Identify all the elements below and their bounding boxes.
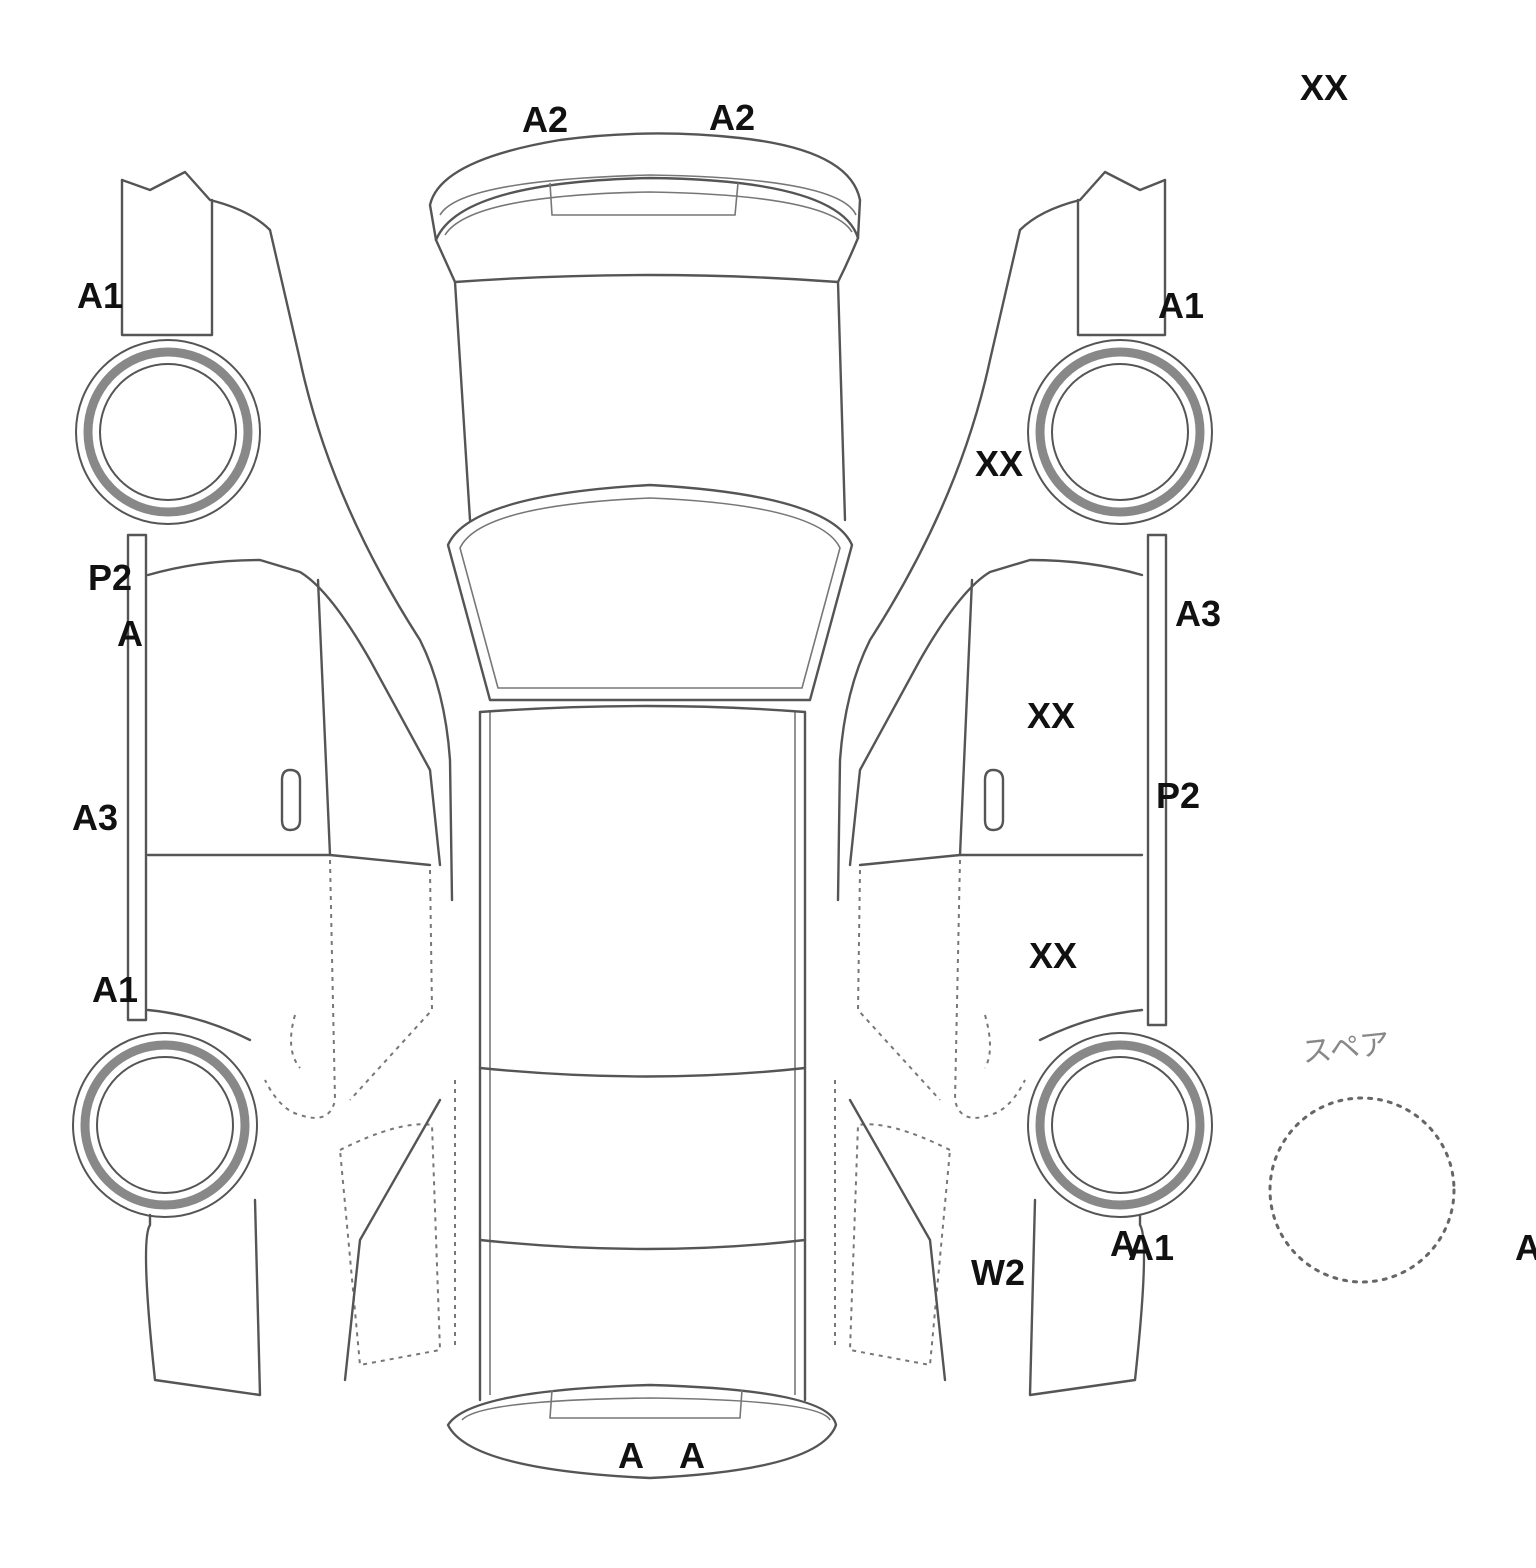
mark-right-edge: A	[1515, 1227, 1536, 1268]
mark-right-rear-quarter: A1	[1158, 285, 1205, 326]
mark-rear-right: A2	[709, 97, 756, 138]
mark-right-front-door: XX	[1029, 935, 1078, 976]
mark-right-pillar: P2	[1156, 775, 1201, 816]
mark-right-front-fender-a1: A1	[1128, 1227, 1175, 1268]
mark-front-left: A	[618, 1435, 644, 1476]
mark-left-lower-rocker: A3	[72, 797, 119, 838]
mark-rear-left: A2	[522, 99, 569, 140]
spare-label: スペア	[1300, 1026, 1392, 1071]
mark-top-corner: XX	[1300, 67, 1349, 108]
mark-left-rocker: A	[117, 613, 143, 654]
car-left-side-view	[72, 170, 456, 1397]
mark-left-front-fender: A1	[92, 969, 139, 1010]
mark-right-front-fender-w2: W2	[971, 1252, 1025, 1293]
mark-right-rear-wheel-arch: XX	[975, 443, 1024, 484]
car-right-side-view	[834, 170, 1213, 1397]
mark-right-rear-door: XX	[1027, 695, 1076, 736]
mark-right-front-fender-a: A	[1110, 1223, 1136, 1264]
mark-front-right: A	[679, 1435, 705, 1476]
car-top-view	[428, 132, 862, 1480]
mark-right-rocker: A3	[1175, 593, 1222, 634]
mark-left-rear-quarter: A1	[77, 275, 124, 316]
mark-left-pillar: P2	[88, 557, 133, 598]
spare-tire-outline	[1268, 1096, 1456, 1284]
